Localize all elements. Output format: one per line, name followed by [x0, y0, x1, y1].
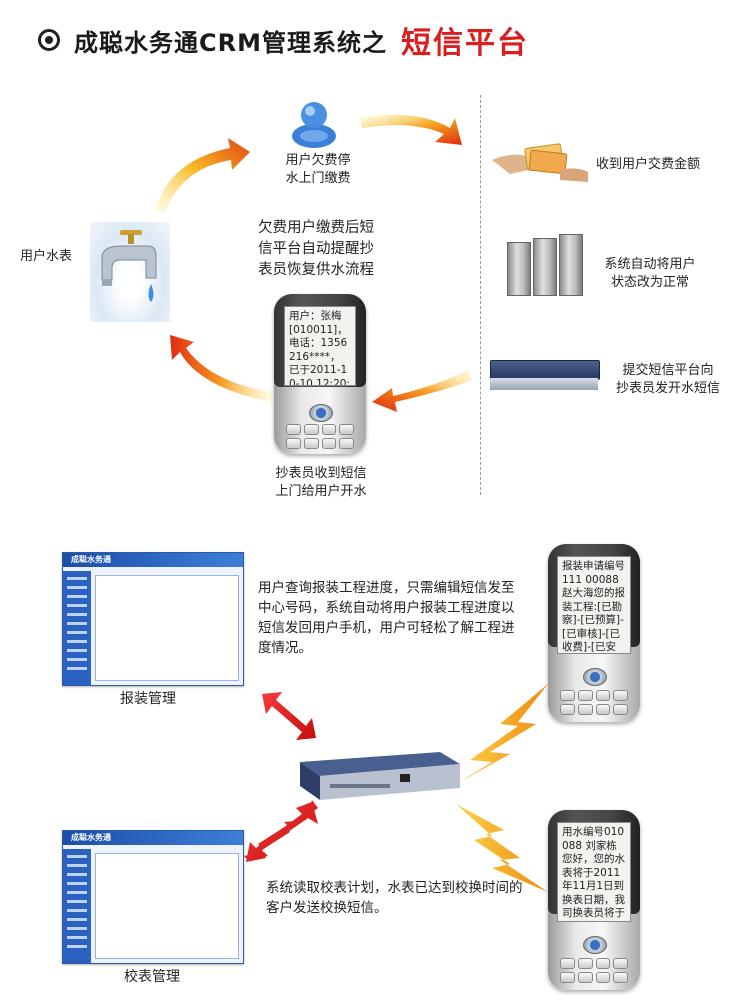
bottom-connectors: [244, 684, 548, 892]
faucet-label: 用户水表: [20, 249, 73, 264]
lightning-icon: [456, 684, 548, 784]
server-label: 系统自动将用户 状态改为正常: [604, 257, 696, 290]
sms-gateway-icon: [490, 352, 602, 394]
report-software-screenshot: 成聪水务通: [62, 552, 244, 686]
reader-label: 抄表员收到短信 上门给用户开水: [275, 466, 367, 499]
double-arrow-icon: [262, 692, 316, 740]
arrow-phone-to-faucet: [170, 335, 272, 402]
target-icon: [38, 29, 60, 51]
double-arrow-icon: [244, 800, 318, 862]
report-sms-screen: 报装申请编号111 00088 赵大海您的报装工程:[已勘察]-[已预算]-[已…: [557, 556, 631, 654]
sms-gateway-device-icon: [300, 748, 460, 808]
user-label: 用户欠费停 水上门缴费: [285, 153, 351, 186]
page-title-highlight: 短信平台: [400, 26, 529, 61]
server-rack-icon: [505, 232, 585, 296]
calibration-sms-screen: 用水编号010088 刘家栋您好，您的水表将于2011年11月1日到换表日期，我…: [557, 822, 631, 922]
arrow-faucet-to-user: [155, 138, 250, 212]
page-title: 成聪水务通CRM管理系统之: [74, 28, 387, 57]
cycle-arrows: [155, 114, 472, 412]
gateway-label: 提交短信平台向 抄表员发开水短信: [615, 363, 720, 396]
calibration-label: 校表管理: [124, 969, 180, 985]
calibration-phone-icon: 用水编号010088 刘家栋您好，您的水表将于2011年11月1日到换表日期，我…: [548, 810, 640, 990]
cycle-description: 欠费用户缴费后短 信平台自动提醒抄 表员恢复供水流程: [258, 220, 374, 278]
section-divider: [480, 95, 481, 495]
report-description: 用户查询报装工程进度，只需编辑短信发至中心号码，系统自动将用户报装工程进度以短信…: [258, 580, 515, 656]
calibration-description: 系统读取校表计划，水表已达到校换时间的客户发送校换短信。: [266, 880, 523, 916]
money-label: 收到用户交费金额: [596, 157, 701, 172]
report-label: 报装管理: [120, 691, 176, 707]
arrow-user-to-money: [360, 114, 462, 145]
faucet-icon: [90, 222, 170, 322]
phone-sms-screen: 用户：张梅[010011]，电话：1356216****，已于2011-10-1…: [284, 306, 356, 386]
page-header: 成聪水务通CRM管理系统之 短信平台: [38, 18, 529, 62]
report-phone-icon: 报装申请编号111 00088 赵大海您的报装工程:[已勘察]-[已预算]-[已…: [548, 544, 640, 722]
mobile-phone-icon: 用户：张梅[010011]，电话：1356216****，已于2011-10-1…: [274, 294, 366, 454]
lightning-icon: [456, 804, 548, 892]
calibration-software-screenshot: 成聪水务通: [62, 830, 244, 964]
arrow-gateway-to-phone: [372, 370, 472, 412]
money-handoff-icon: [490, 140, 590, 184]
user-avatar-icon: [288, 96, 340, 148]
